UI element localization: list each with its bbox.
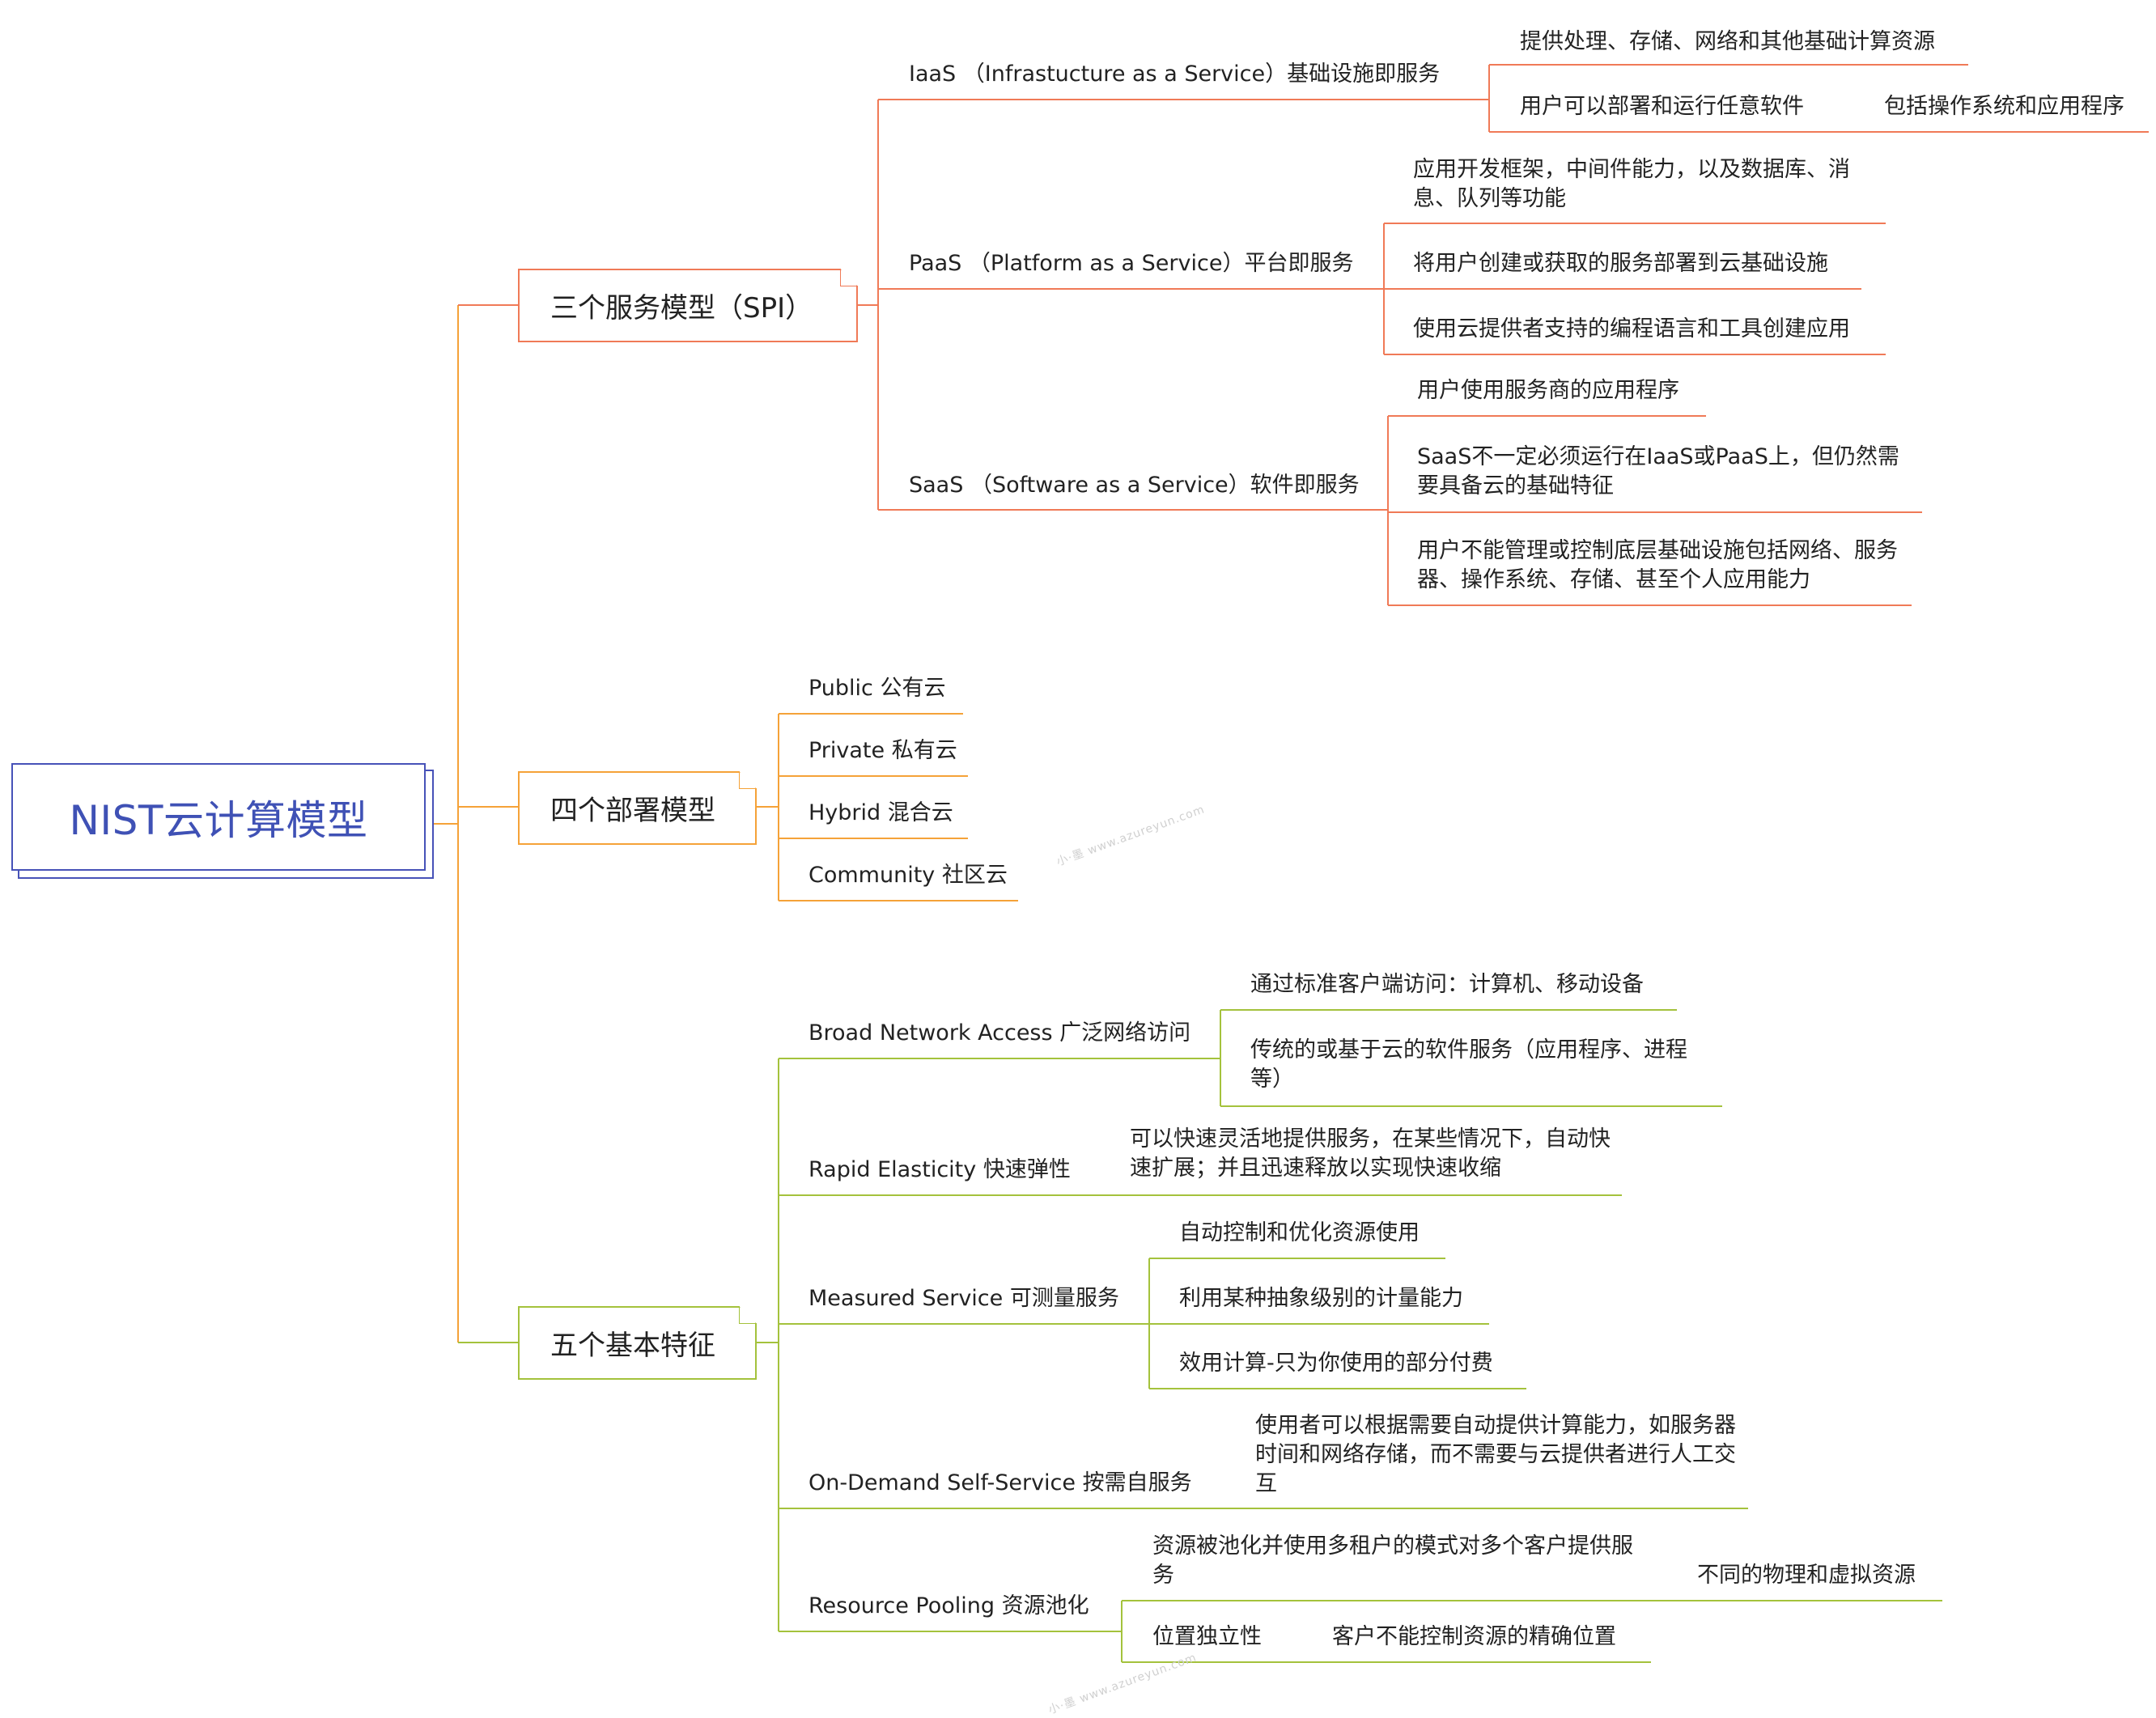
- fold-corner-icon: [840, 269, 858, 286]
- broad-leaf-standard-clients[interactable]: 通过标准客户端访问：计算机、移动设备: [1250, 972, 1644, 997]
- topic-on-demand-self-service[interactable]: On-Demand Self-Service 按需自服务: [808, 1470, 1192, 1495]
- topic-measured-service[interactable]: Measured Service 可测量服务: [808, 1286, 1119, 1311]
- measured-leaf-pay-per-use[interactable]: 效用计算-只为你使用的部分付费: [1179, 1351, 1493, 1376]
- root-node[interactable]: NIST云计算模型: [11, 763, 426, 871]
- measured-leaf-auto-control[interactable]: 自动控制和优化资源使用: [1179, 1220, 1420, 1245]
- topic-paas[interactable]: PaaS （Platform as a Service）平台即服务: [909, 251, 1354, 276]
- iaas-leaf-deploy-software[interactable]: 用户可以部署和运行任意软件: [1520, 94, 1804, 119]
- topic-saas[interactable]: SaaS （Software as a Service）软件即服务: [909, 473, 1360, 498]
- deploy-item-private[interactable]: Private 私有云: [808, 738, 957, 763]
- saas-leaf-no-control[interactable]: 用户不能管理或控制底层基础设施包括网络、服务器、操作系统、存储、甚至个人应用能力: [1417, 538, 1898, 592]
- pooling-leaf-location-independence[interactable]: 位置独立性: [1152, 1624, 1262, 1649]
- branch-label: 四个部署模型: [550, 795, 715, 827]
- topic-rapid-elasticity[interactable]: Rapid Elasticity 快速弹性: [808, 1157, 1071, 1182]
- iaas-leaf-compute-resources[interactable]: 提供处理、存储、网络和其他基础计算资源: [1520, 29, 1935, 54]
- branch-label: 三个服务模型（SPI）: [550, 292, 813, 325]
- paas-leaf-frameworks[interactable]: 应用开发框架，中间件能力，以及数据库、消息、队列等功能: [1413, 157, 1850, 211]
- pooling-leaf-physical-virtual[interactable]: 不同的物理和虚拟资源: [1697, 1563, 1916, 1588]
- branch-essential-characteristics[interactable]: 五个基本特征: [518, 1306, 757, 1380]
- deploy-item-hybrid[interactable]: Hybrid 混合云: [808, 800, 953, 825]
- topic-iaas[interactable]: IaaS （Infrastucture as a Service）基础设施即服务: [909, 62, 1441, 87]
- fold-corner-icon: [739, 1306, 757, 1324]
- deploy-item-public[interactable]: Public 公有云: [808, 676, 946, 701]
- topic-broad-network-access[interactable]: Broad Network Access 广泛网络访问: [808, 1020, 1191, 1046]
- measured-leaf-metering[interactable]: 利用某种抽象级别的计量能力: [1179, 1286, 1463, 1311]
- fold-corner-icon: [739, 771, 757, 789]
- saas-leaf-use-apps[interactable]: 用户使用服务商的应用程序: [1417, 378, 1679, 403]
- broad-leaf-software-services[interactable]: 传统的或基于云的软件服务（应用程序、进程等）: [1250, 1037, 1687, 1092]
- branch-label: 五个基本特征: [550, 1330, 715, 1362]
- root-title: NIST云计算模型: [69, 796, 368, 844]
- ondemand-leaf-auto-provision[interactable]: 使用者可以根据需要自动提供计算能力，如服务器时间和网络存储，而不需要与云提供者进…: [1255, 1413, 1736, 1496]
- paas-leaf-languages-tools[interactable]: 使用云提供者支持的编程语言和工具创建应用: [1413, 316, 1850, 341]
- branch-deployment-models[interactable]: 四个部署模型: [518, 771, 757, 845]
- branch-service-models[interactable]: 三个服务模型（SPI）: [518, 269, 858, 342]
- saas-leaf-not-required-iaas-paas[interactable]: SaaS不一定必须运行在IaaS或PaaS上，但仍然需要具备云的基础特征: [1417, 444, 1899, 498]
- pooling-leaf-multi-tenant[interactable]: 资源被池化并使用多租户的模式对多个客户提供服务: [1152, 1533, 1633, 1588]
- watermark-text: 小·墨: [1046, 1695, 1079, 1717]
- pooling-leaf-no-location-control[interactable]: 客户不能控制资源的精确位置: [1332, 1624, 1616, 1649]
- iaas-leaf-os-apps[interactable]: 包括操作系统和应用程序: [1884, 94, 2124, 119]
- topic-resource-pooling[interactable]: Resource Pooling 资源池化: [808, 1593, 1089, 1618]
- rapid-leaf-scale[interactable]: 可以快速灵活地提供服务，在某些情况下，自动快速扩展；并且迅速释放以实现快速收缩: [1130, 1126, 1611, 1181]
- deploy-item-community[interactable]: Community 社区云: [808, 863, 1008, 888]
- paas-leaf-deploy-services[interactable]: 将用户创建或获取的服务部署到云基础设施: [1413, 251, 1828, 276]
